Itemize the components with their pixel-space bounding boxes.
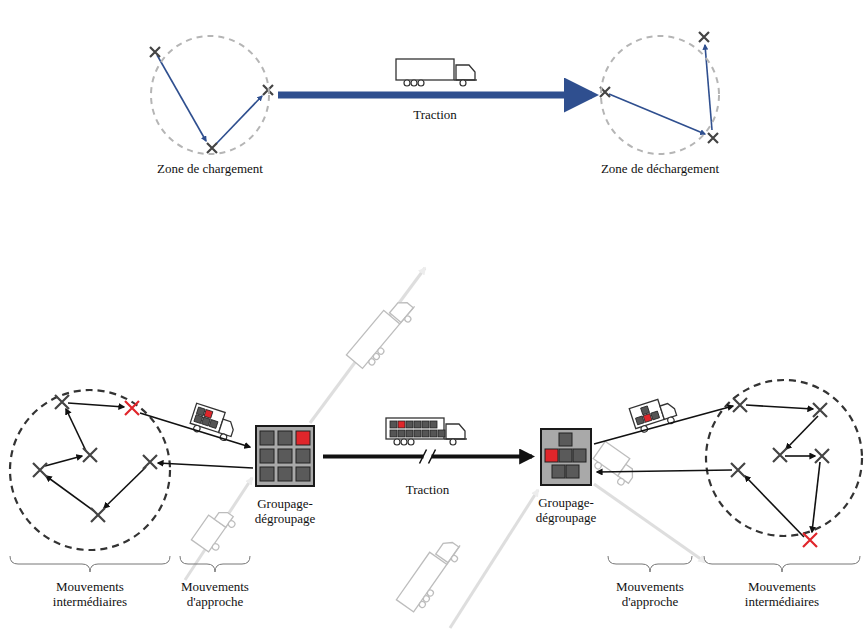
consolidation-hub: Groupage-dégroupage — [255, 425, 315, 487]
unloading-zone: Zone de déchargement — [600, 35, 720, 155]
consolidation-hub: Groupage-dégroupage — [540, 428, 592, 486]
brace-label: Mouvements intermédiaires — [727, 580, 837, 610]
loading-zone: Zone de chargement — [150, 35, 270, 155]
connectors — [278, 95, 592, 464]
edge-label: Traction — [403, 483, 453, 498]
brace-label: Mouvements intermédiaires — [35, 580, 145, 610]
traction-arrow — [323, 450, 532, 464]
node-label: Groupage-dégroupage — [245, 497, 325, 527]
brace-label: Mouvements d'approche — [170, 580, 260, 610]
node-label: Zone de chargement — [157, 162, 263, 177]
node-label: Groupage-dégroupage — [526, 496, 606, 526]
dashed-zone — [600, 35, 720, 155]
traction-arrow — [278, 95, 592, 96]
dashed-zone — [150, 35, 270, 155]
edge-label: Traction — [410, 108, 460, 123]
brace-label: Mouvements d'approche — [605, 580, 695, 610]
node-label: Zone de déchargement — [601, 162, 719, 177]
